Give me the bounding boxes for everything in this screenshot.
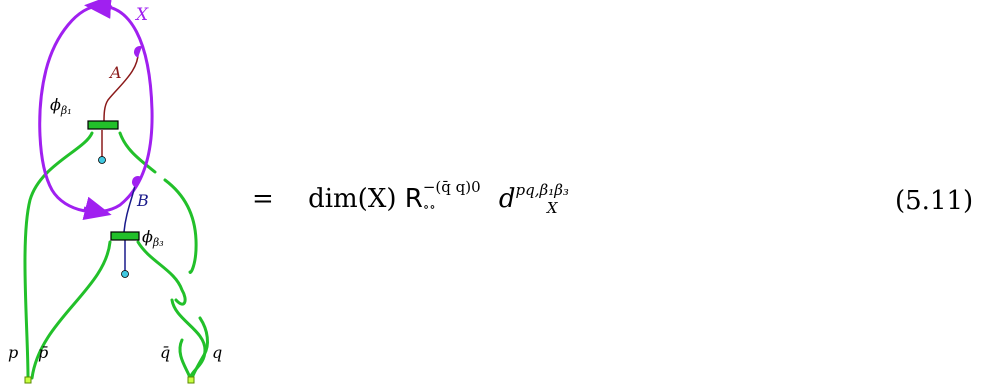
unit-dot-3 xyxy=(121,270,129,278)
r-superscript: −(q̄ q)0 xyxy=(422,178,481,196)
label-B: B xyxy=(136,191,149,210)
r-subscript: ∘∘ xyxy=(422,200,436,215)
r-indices: −(q̄ q)0 ∘∘ xyxy=(422,180,481,215)
d-subscript: X xyxy=(546,199,558,217)
label-A: A xyxy=(108,63,122,82)
r-symbol: R xyxy=(404,184,423,214)
label-pbar: p̄ xyxy=(38,343,48,362)
strand-q xyxy=(190,316,209,380)
strand-qbar xyxy=(170,298,207,380)
braid-diagram: X A B ϕβ₁ ϕβ₃ p p̄ q̄ q xyxy=(8,0,222,384)
dim-term: dim(X) xyxy=(308,184,397,214)
unit-dot-1 xyxy=(98,156,106,164)
loop-X xyxy=(38,0,154,221)
endpoint-q xyxy=(187,376,195,384)
d-symbol: d xyxy=(498,184,516,214)
label-qbar: q̄ xyxy=(160,343,170,362)
label-phi-beta1: ϕβ₁ xyxy=(50,95,72,117)
label-X: X xyxy=(134,5,149,25)
equation: = dim(X) R−(q̄ q)0 ∘∘ dpq,β₁β₃X xyxy=(252,180,569,218)
label-phi-beta3: ϕβ₃ xyxy=(142,227,164,249)
green-strands xyxy=(23,131,209,380)
d-superscript: pq,β₁β₃ xyxy=(515,181,569,199)
endpoint-p xyxy=(24,376,32,384)
equals-sign: = xyxy=(252,184,274,214)
strand-upper-right xyxy=(118,131,157,174)
coupon-phi-beta1 xyxy=(87,120,119,130)
label-q: q xyxy=(212,343,222,362)
label-p: p xyxy=(8,343,18,362)
line-A xyxy=(103,49,139,123)
attach-A xyxy=(134,46,143,58)
strand-lower-right xyxy=(136,240,187,306)
strand-pbar xyxy=(30,240,112,380)
line-B xyxy=(123,179,137,233)
equation-number: (5.11) xyxy=(895,186,974,216)
attach-B xyxy=(132,176,141,188)
coupon-phi-beta3 xyxy=(110,231,140,241)
strand-p xyxy=(23,131,94,380)
